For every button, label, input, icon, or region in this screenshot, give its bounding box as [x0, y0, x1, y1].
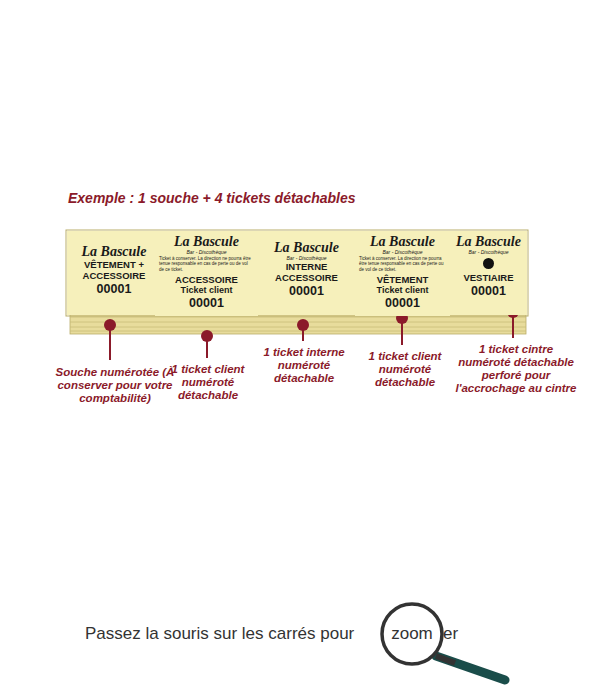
perforation-lines: [155, 231, 450, 315]
ticket-text: Bar - Discothèque: [359, 249, 446, 255]
ticket-text: 00001: [454, 284, 523, 299]
ticket-text: VÊTEMENT: [359, 274, 446, 285]
ticket-text: 00001: [159, 296, 254, 311]
callout-label: 1 ticket interne numéroté détachable: [258, 346, 350, 385]
ticket-text: ACCESSOIRE: [262, 272, 351, 283]
callout-label: Souche numérotée (À conserver pour votre…: [52, 366, 178, 405]
ticket-text: Ticket à conserver. La direction ne pour…: [359, 256, 446, 272]
hint-text: er: [443, 624, 458, 644]
hanger-hole: [483, 258, 494, 269]
ticket-segment: La BasculeBar - DiscothèqueINTERNEACCESS…: [258, 231, 355, 315]
ticket-segment: La BasculeBar - DiscothèqueTicket à cons…: [355, 231, 450, 316]
hint-text: Passez la souris sur les carrés pour: [85, 624, 354, 644]
callout-label: 1 ticket client numéroté détachable: [358, 350, 452, 389]
hint-text: zoom: [391, 624, 433, 644]
ticket-text: Bar - Discothèque: [159, 249, 254, 255]
ticket-text: 00001: [359, 296, 446, 311]
callout-label: 1 ticket client numéroté détachable: [162, 363, 254, 402]
ticket-text: VÊTEMENT + ACCESSOIRE: [77, 259, 151, 281]
ticket-text: La Bascule: [159, 234, 254, 249]
ticket-text: La Bascule: [262, 240, 351, 255]
ticket-text: VESTIAIRE: [454, 272, 523, 283]
ticket-text: ACCESSOIRE: [159, 274, 254, 285]
ticket-text: Ticket à conserver. La direction ne pour…: [159, 256, 254, 272]
ticket-segment: La BasculeBar - DiscothèqueTicket à cons…: [155, 231, 258, 316]
ticket-text: INTERNE: [262, 261, 351, 272]
ticket-text: La Bascule: [77, 244, 151, 259]
ticket-segment: La BasculeBar - DiscothèqueVESTIAIRE0000…: [450, 231, 527, 315]
ticket-text: La Bascule: [359, 234, 446, 249]
ticket-text: Bar - Discothèque: [262, 255, 351, 261]
magnifier-icon: [382, 604, 505, 680]
diagram-title: Exemple : 1 souche + 4 tickets détachabl…: [68, 190, 356, 206]
ticket-text: Ticket client: [159, 285, 254, 295]
ticket-stub: La BasculeVÊTEMENT + ACCESSOIRE00001: [67, 231, 155, 315]
paper-stack: [66, 230, 528, 334]
ticket-text: La Bascule: [454, 234, 523, 249]
ticket-text: Ticket client: [359, 285, 446, 295]
callout-label: 1 ticket cintre numéroté détachable perf…: [452, 343, 580, 395]
ticket-text: Bar - Discothèque: [454, 249, 523, 255]
ticket-text: 00001: [262, 284, 351, 299]
ticket-text: 00001: [77, 282, 151, 297]
